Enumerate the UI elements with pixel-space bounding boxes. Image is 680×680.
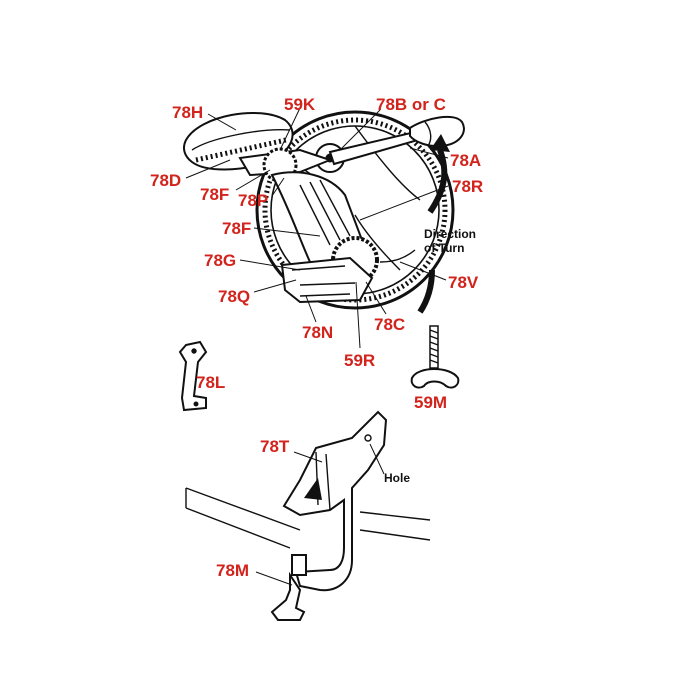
leader-78n: [305, 295, 317, 323]
ring-gear-78bc: [255, 110, 455, 310]
bracket-78l-hole-1: [191, 348, 197, 354]
bracket-78l: [178, 340, 208, 412]
leader-78h: [207, 113, 237, 131]
leader-78a: [409, 147, 449, 159]
wing-screw-shank: [429, 325, 439, 369]
clamp-cutout: [304, 478, 322, 500]
clamp-hole: [364, 434, 372, 442]
leader-78bc: [339, 109, 381, 151]
hole-text: Hole: [384, 471, 410, 485]
direction-arc-lower: [417, 269, 435, 314]
direction-arrow: [417, 134, 450, 314]
table-clamp: [185, 410, 431, 621]
direction-text-line1: Direction: [424, 227, 476, 241]
leader-78m: [255, 571, 293, 586]
leader-78g: [239, 259, 301, 271]
leader-hole: [369, 443, 385, 475]
crank-knob: [409, 115, 465, 148]
label-78h: 78H: [172, 103, 203, 122]
leader-78v: [399, 261, 447, 281]
leader-78d: [185, 159, 231, 179]
label-78m: 78M: [216, 561, 249, 580]
wing-screw-59m: [410, 325, 460, 389]
label-78d: 78D: [150, 171, 181, 190]
label-78q: 78Q: [218, 287, 250, 306]
direction-text-line2: of Turn: [424, 241, 464, 255]
leader-78c: [365, 281, 387, 315]
leader-78f1: [235, 169, 271, 191]
label-78p: 78P: [238, 191, 268, 210]
label-78g: 78G: [204, 251, 236, 270]
leader-78r: [359, 185, 449, 221]
label-78l: 78L: [196, 373, 225, 392]
label-78n: 78N: [302, 323, 333, 342]
clamp-screw-78m: [291, 554, 307, 576]
crank-arm-78a: [328, 130, 420, 166]
label-78a: 78A: [450, 151, 481, 170]
direction-arrowhead: [430, 134, 450, 152]
leader-78t: [293, 451, 323, 463]
annotations: Direction of Turn Hole: [384, 227, 476, 485]
label-59m: 59M: [414, 393, 447, 412]
lower-bracket-detail: [291, 265, 356, 297]
cutter-wheel-teeth: [195, 137, 287, 163]
bracket-78l-hole-2: [193, 401, 199, 407]
label-78f-upper: 78F: [200, 185, 229, 204]
label-78b-or-c: 78B or C: [376, 95, 446, 114]
leader-59k: [279, 107, 301, 151]
label-59r: 59R: [344, 351, 375, 370]
gear-assembly: [183, 110, 465, 310]
cutter-wheel-rim: [191, 129, 291, 151]
spring-78v: [379, 249, 416, 263]
label-78v: 78V: [448, 273, 479, 292]
label-78r: 78R: [452, 177, 483, 196]
wing-screw-thread: [429, 329, 439, 364]
leader-78q: [253, 279, 297, 293]
clamp-body-78t: [282, 410, 388, 592]
label-78t: 78T: [260, 437, 290, 456]
leader-78p: [271, 177, 285, 197]
leader-78f2: [253, 227, 321, 237]
label-59k: 59K: [284, 95, 316, 114]
crank-knob-detail: [424, 121, 432, 147]
table-top: [185, 487, 431, 549]
label-78c: 78C: [374, 315, 405, 334]
part-labels: 78H 59K 78B or C 78A 78D 78F 78P 78R 78F…: [150, 95, 483, 580]
label-78f-lower: 78F: [222, 219, 251, 238]
wing-screw-head: [410, 368, 460, 389]
leader-lines: [185, 107, 449, 586]
frame-slots: [299, 179, 351, 246]
clamp-screw-handle: [270, 571, 306, 621]
leader-59r: [355, 281, 361, 349]
